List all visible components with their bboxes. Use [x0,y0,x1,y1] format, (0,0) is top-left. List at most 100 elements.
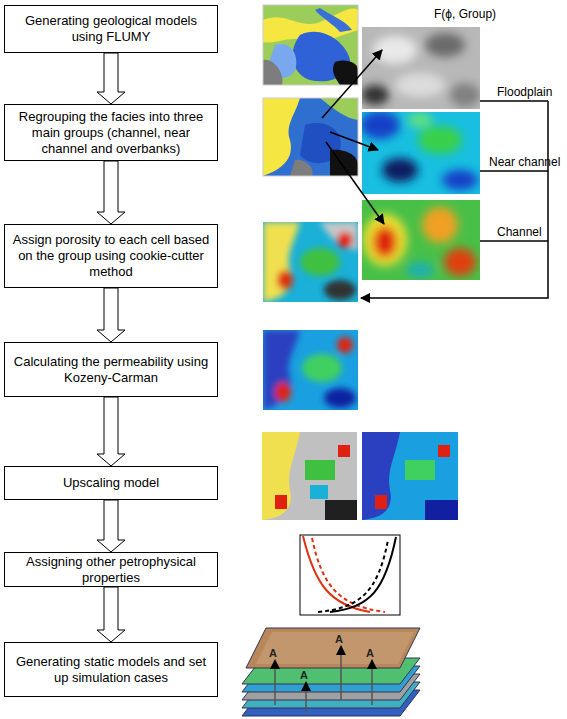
panel-frame [263,5,358,85]
map-patch [262,432,300,520]
box-text: Regrouping the facies into three main gr… [11,109,211,157]
curve [303,536,370,612]
field-blob [395,73,445,97]
well-line [305,682,307,712]
layer-stack [242,628,420,716]
merge-line [480,170,548,172]
map-patch [277,270,293,290]
well-line [274,660,276,705]
field-blob [418,126,462,154]
map-background [263,330,358,410]
map-patch [338,445,350,457]
process-box: Generating geological models using FLUMY [4,5,218,53]
field-blob [362,112,400,139]
chart-frame [300,535,400,615]
box-text: Assigning other petrophysical properties [11,554,211,586]
box-text: Generating geological models using FLUMY [11,13,211,45]
field-blob [363,214,407,266]
curve [312,538,385,612]
facies-patch [290,160,313,176]
field-blob [442,170,478,190]
pointer-arrow [326,142,384,224]
process-box: Regrouping the facies into three main gr… [4,104,218,161]
map-patch [337,337,353,353]
surface-texture [256,632,414,664]
map-patch [324,388,356,408]
upscaled-map [262,432,357,520]
map-background [262,432,357,520]
map-patch [438,445,450,457]
field-blob [406,262,434,278]
process-box: Assign porosity to each cell based on th… [4,224,218,288]
box-text: Generating static models and set up simu… [11,654,211,686]
box-text: Upscaling model [63,475,159,491]
well-line [371,660,373,705]
process-box: Calculating the permeability using Kozen… [4,342,218,397]
flow-arrow [97,397,125,466]
map-patch [263,222,300,302]
map-background [263,222,358,302]
relperm-chart [300,535,400,615]
map-patch [362,432,400,520]
annotation-label: Floodplain [497,85,552,99]
map-patch [300,248,340,276]
annotation-label: Near channel [489,155,560,169]
box-text: Calculating the permeability using Kozen… [11,354,211,386]
map-patch [310,485,328,499]
field-background [362,27,480,109]
porosity-field [362,112,480,194]
process-box: Upscaling model [4,466,218,500]
map-patch [263,330,300,410]
flow-arrow [97,500,125,552]
annotation-label: A [269,646,277,660]
map-patch [375,495,387,509]
field-blob [450,83,480,107]
pointer-arrow [322,50,382,118]
facies-patch [263,60,283,85]
facies-patch [315,8,352,32]
map-patch [337,232,353,248]
merge-line [361,101,548,298]
permeability-map [263,330,358,410]
annotation-label: A [366,646,374,660]
process-box: Assigning other petrophysical properties [4,552,218,587]
map-patch [302,354,342,382]
field-blob [422,207,458,243]
pointer-arrow [330,132,378,150]
merge-line [480,240,548,242]
process-box: Generating static models and set up simu… [4,642,218,697]
map-patch [324,280,356,300]
map-patch [405,460,435,480]
annotation-label: A [335,632,343,646]
field-background [362,200,480,280]
upscaled-map [362,432,458,520]
flow-arrow [97,161,125,224]
field-blob [373,36,417,64]
flow-arrow [97,53,125,104]
flow-arrow [97,288,125,342]
map-background [362,432,458,520]
annotation-label: F(ϕ, Group) [434,7,496,21]
well-line [340,646,342,700]
merge-line [480,100,548,102]
field-blob [362,85,389,105]
porosity-map [263,222,358,302]
porosity-field [362,27,480,109]
map-patch [275,495,287,509]
field-blob [373,226,397,258]
annotation-label: A [300,668,308,682]
map-patch [275,382,291,402]
map-patch [425,500,458,520]
curve [318,540,388,612]
map-background [263,5,358,85]
map-patch [325,500,357,520]
porosity-field [362,200,480,280]
box-text: Assign porosity to each cell based on th… [11,232,211,280]
model-layer [246,628,420,668]
facies-patch [320,98,358,120]
curve [330,537,396,612]
field-blob [444,248,476,276]
flow-arrow [97,587,125,642]
annotation-label: Channel [497,225,542,239]
